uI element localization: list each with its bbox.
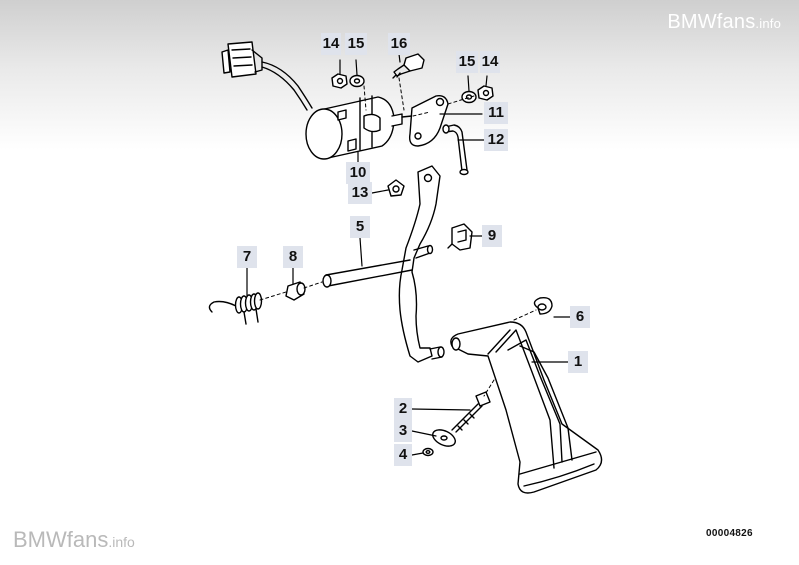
- stop-disc: [432, 429, 456, 447]
- callout-label-15[interactable]: 15: [456, 51, 478, 73]
- callout-label-10[interactable]: 10: [346, 162, 370, 184]
- connecting-rod: [442, 124, 469, 176]
- assembly-lines: [259, 77, 537, 397]
- nut-14-right: [477, 85, 494, 101]
- callout-label-7[interactable]: 7: [237, 246, 257, 268]
- stop-screw: [451, 391, 491, 433]
- washer-15-left: [349, 74, 365, 88]
- callout-label-5[interactable]: 5: [350, 216, 370, 238]
- callout-label-9[interactable]: 9: [482, 225, 502, 247]
- accelerator-pedal: [450, 321, 603, 494]
- callout-label-6[interactable]: 6: [570, 306, 590, 328]
- callout-label-2[interactable]: 2: [394, 398, 412, 420]
- callout-label-4[interactable]: 4: [394, 444, 412, 466]
- callout-label-13[interactable]: 13: [348, 182, 372, 204]
- diagram-reference-code: 00004826: [706, 528, 753, 539]
- callout-label-14[interactable]: 14: [480, 51, 500, 73]
- return-spring: [208, 292, 263, 325]
- leader-lines: [246, 53, 571, 456]
- clip-13: [387, 179, 405, 197]
- connector-plug: [221, 41, 313, 111]
- watermark-bottom: BMWfans.info: [13, 527, 135, 552]
- callout-label-1[interactable]: 1: [568, 351, 588, 373]
- washer-15-right: [461, 90, 477, 104]
- bolt-16: [392, 53, 425, 79]
- callout-label-16[interactable]: 16: [388, 33, 410, 55]
- callout-label-3[interactable]: 3: [394, 420, 412, 442]
- actuator-motor: [305, 95, 413, 160]
- circlip-6: [533, 296, 553, 315]
- watermark-top: BMWfans.info: [667, 11, 781, 33]
- mounting-bracket: [408, 94, 449, 147]
- callout-label-11[interactable]: 11: [484, 102, 508, 124]
- pedal-arm-shaft: [322, 165, 445, 363]
- nut-4: [422, 447, 434, 457]
- clip-9: [447, 223, 473, 251]
- callout-label-15[interactable]: 15: [345, 33, 367, 55]
- callout-label-12[interactable]: 12: [484, 129, 508, 151]
- callout-label-14[interactable]: 14: [321, 33, 341, 55]
- nut-14-left: [331, 73, 348, 89]
- bushing-8: [285, 281, 306, 301]
- callout-label-8[interactable]: 8: [283, 246, 303, 268]
